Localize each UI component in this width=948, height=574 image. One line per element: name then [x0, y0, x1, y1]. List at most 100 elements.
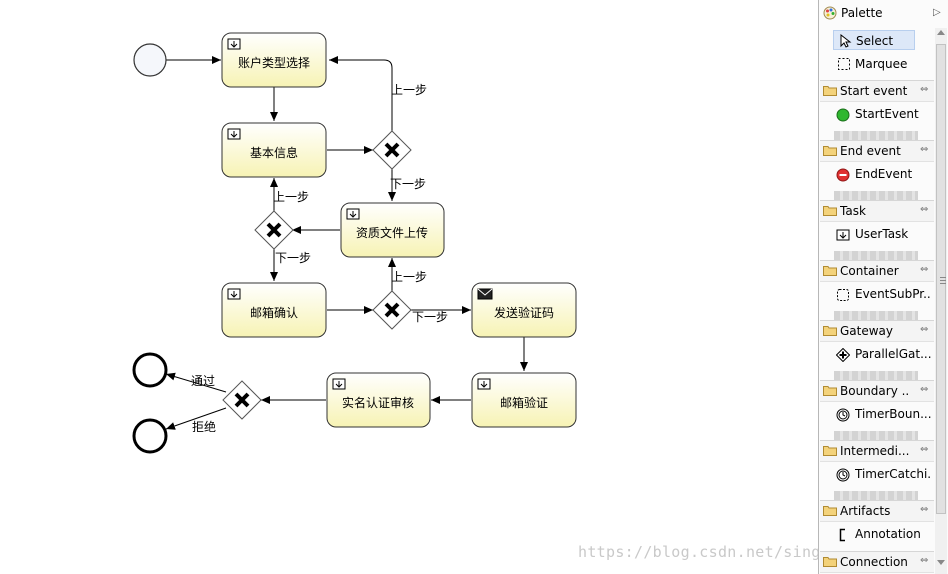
flow-label: 上一步 [391, 83, 427, 97]
flow-label: 上一步 [391, 270, 427, 284]
task-qualification-upload[interactable]: 资质文件上传 [340, 202, 445, 258]
pin-icon[interactable]: ⇔ [920, 504, 929, 515]
drawer-start-event[interactable]: Start event ⇔ StartEvent [820, 80, 934, 141]
drawer-artifacts[interactable]: Artifacts ⇔ Annotation [820, 500, 934, 561]
folder-icon [823, 326, 837, 336]
pin-icon[interactable]: ⇔ [920, 444, 929, 455]
folder-icon [823, 86, 837, 96]
hidden-items [834, 251, 918, 261]
palette-item-event-subprocess[interactable]: EventSubPr... [834, 286, 931, 304]
palette-scrollbar[interactable] [935, 28, 947, 574]
drawer-header[interactable]: End event ⇔ [820, 141, 934, 162]
task-label: 邮箱验证 [500, 395, 548, 410]
drawer-label: Boundary ... [840, 384, 910, 398]
palette-item-label: Annotation [855, 527, 921, 541]
scroll-down-icon[interactable] [937, 560, 945, 565]
exclusive-gateway-3[interactable] [372, 290, 412, 330]
palette-title: Palette [841, 6, 883, 20]
pin-icon[interactable]: ⇔ [920, 555, 929, 566]
drawer-task[interactable]: Task ⇔ UserTask [820, 200, 934, 261]
drawer-header[interactable]: Boundary ... ⇔ [820, 381, 934, 402]
flow-gw4-reject [165, 407, 227, 430]
task-account-type[interactable]: 账户类型选择 [221, 32, 327, 88]
drawer-header[interactable]: Connection ⇔ [820, 552, 934, 573]
palette-item-end-event[interactable]: EndEvent [834, 166, 930, 184]
drawer-label: Container [840, 264, 899, 278]
palette-item-annotation[interactable]: Annotation [834, 526, 930, 544]
task-realname-review[interactable]: 实名认证审核 [326, 372, 431, 428]
flow-label: 通过 [191, 374, 215, 388]
task-basic-info[interactable]: 基本信息 [221, 122, 327, 178]
user-task-icon [227, 38, 241, 50]
palette-item-user-task[interactable]: UserTask [834, 226, 930, 244]
task-email-verify[interactable]: 邮箱验证 [471, 372, 577, 428]
hidden-items [834, 491, 918, 501]
start-event-icon [836, 108, 850, 122]
diagram-canvas[interactable]: 账户类型选择 基本信息 资质文件上传 邮箱确认 发送验证码 邮箱验证 [0, 0, 818, 574]
flow-label: 下一步 [412, 310, 448, 324]
marquee-icon [838, 58, 850, 70]
drawer-header[interactable]: Start event ⇔ [820, 81, 934, 102]
hidden-items [834, 431, 918, 441]
user-task-icon [227, 288, 241, 300]
pin-icon[interactable]: ⇔ [920, 204, 929, 215]
drawer-header[interactable]: Intermedi... ⇔ [820, 441, 934, 462]
folder-icon [823, 557, 837, 567]
pin-icon[interactable]: ⇔ [920, 264, 929, 275]
x-icon [266, 222, 282, 238]
folder-icon [823, 386, 837, 396]
drawer-header[interactable]: Container ⇔ [820, 261, 934, 282]
exclusive-gateway-4[interactable] [222, 380, 262, 420]
palette-item-label: ParallelGat... [855, 347, 931, 361]
folder-icon [823, 206, 837, 216]
drawer-end-event[interactable]: End event ⇔ EndEvent [820, 140, 934, 201]
end-event-reject[interactable] [132, 418, 168, 454]
timer-icon [836, 468, 850, 482]
drawer-boundary[interactable]: Boundary ... ⇔ TimerBoun... [820, 380, 934, 441]
user-task-icon [227, 128, 241, 140]
drawer-gateway[interactable]: Gateway ⇔ ParallelGat... [820, 320, 934, 381]
pin-icon[interactable]: ⇔ [920, 384, 929, 395]
pin-icon[interactable]: ⇔ [920, 144, 929, 155]
user-task-icon [477, 378, 491, 390]
pin-icon[interactable]: ⇔ [920, 324, 929, 335]
select-tool[interactable]: Select [833, 30, 915, 50]
palette-item-label: EndEvent [855, 167, 913, 181]
palette-item-timer-boundary[interactable]: TimerBoun... [834, 406, 931, 424]
palette-item-parallel-gateway[interactable]: ParallelGat... [834, 346, 931, 364]
end-event-pass[interactable] [132, 352, 168, 388]
flow-gw1-prev [329, 56, 393, 131]
marquee-tool[interactable]: Marquee [833, 54, 915, 74]
drawer-header[interactable]: Gateway ⇔ [820, 321, 934, 342]
x-icon [384, 142, 400, 158]
palette-header[interactable]: Palette ▷ [819, 0, 948, 28]
drawer-intermediate[interactable]: Intermedi... ⇔ TimerCatchi... [820, 440, 934, 501]
collapse-arrow-icon[interactable]: ▷ [933, 7, 941, 18]
palette-item-start-event[interactable]: StartEvent [834, 106, 930, 124]
drawer-header[interactable]: Task ⇔ [820, 201, 934, 222]
user-task-icon [836, 229, 850, 241]
exclusive-gateway-2[interactable] [254, 210, 294, 250]
task-send-code[interactable]: 发送验证码 [471, 282, 577, 338]
watermark: https://blog.csdn.net/sing_3012685 [578, 543, 818, 561]
pointer-icon [840, 34, 852, 48]
marquee-tool-label: Marquee [855, 57, 908, 71]
exclusive-gateway-1[interactable] [372, 130, 412, 170]
flow-gw4-pass [165, 372, 227, 393]
event-subprocess-icon [837, 289, 849, 301]
drawer-container[interactable]: Container ⇔ EventSubPr... [820, 260, 934, 321]
annotation-icon [839, 528, 845, 542]
pin-icon[interactable]: ⇔ [920, 84, 929, 95]
scroll-thumb[interactable] [936, 44, 946, 514]
palette-item-label: EventSubPr... [855, 287, 931, 301]
task-email-confirm[interactable]: 邮箱确认 [221, 282, 327, 338]
flow-label: 下一步 [390, 177, 426, 191]
scroll-up-icon[interactable] [937, 30, 945, 35]
hidden-items [834, 371, 918, 381]
hidden-items [834, 191, 918, 201]
start-event[interactable] [133, 43, 167, 77]
drawer-header[interactable]: Artifacts ⇔ [820, 501, 934, 522]
palette-item-timer-catching[interactable]: TimerCatchi... [834, 466, 931, 484]
bpmn-diagram[interactable]: 账户类型选择 基本信息 资质文件上传 邮箱确认 发送验证码 邮箱验证 [0, 0, 818, 574]
drawer-connection[interactable]: Connection ⇔ [820, 551, 934, 574]
